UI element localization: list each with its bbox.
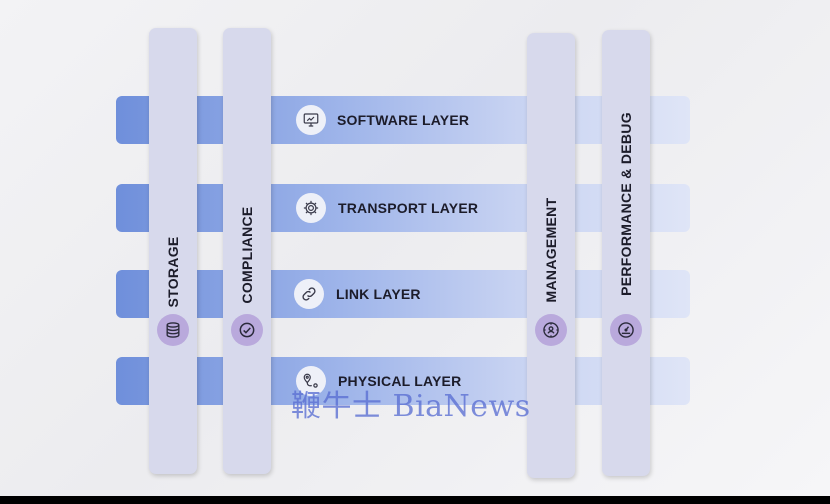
settings-user-icon (535, 314, 567, 346)
physical-layer-label: PHYSICAL LAYER (338, 373, 462, 389)
bottom-edge-bar (0, 496, 830, 504)
management-pillar: MANAGEMENT (527, 33, 575, 478)
gauge-icon (610, 314, 642, 346)
software-layer-band: SOFTWARE LAYER (116, 96, 690, 144)
software-layer-label: SOFTWARE LAYER (337, 112, 470, 128)
link-layer-band: LINK LAYER (116, 270, 690, 318)
storage-label: STORAGE (165, 236, 181, 308)
compliance-label: COMPLIANCE (239, 206, 255, 304)
transport-layer-band: TRANSPORT LAYER (116, 184, 690, 232)
performance-debug-pillar: PERFORMANCE & DEBUG (602, 30, 650, 476)
location-route-icon (296, 366, 326, 396)
bianews-watermark: 鞭牛士 BiaNews (291, 389, 531, 424)
management-label: MANAGEMENT (543, 197, 559, 303)
storage-pillar: STORAGE (149, 28, 197, 474)
gear-icon (296, 193, 326, 223)
link-layer-label: LINK LAYER (336, 286, 421, 302)
physical-layer-band: PHYSICAL LAYER (116, 357, 690, 405)
performance-debug-label: PERFORMANCE & DEBUG (618, 112, 634, 296)
transport-layer-label: TRANSPORT LAYER (338, 200, 479, 216)
check-circle-icon (231, 314, 263, 346)
monitor-icon (296, 105, 326, 135)
compliance-pillar: COMPLIANCE (223, 28, 271, 474)
link-icon (294, 279, 324, 309)
database-icon (157, 314, 189, 346)
